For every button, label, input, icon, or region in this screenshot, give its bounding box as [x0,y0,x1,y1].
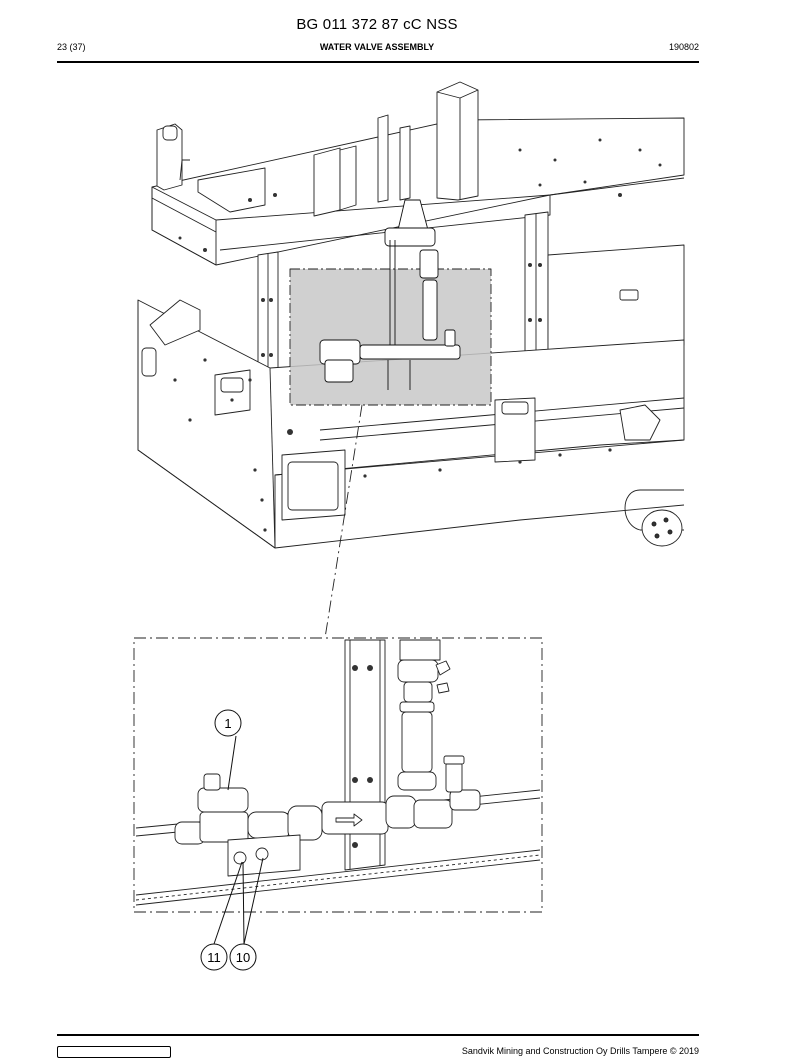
callout-11: 11 [200,943,228,971]
footer-copyright: Sandvik Mining and Construction Oy Drill… [461,1046,699,1056]
detail-leader-line [324,404,363,639]
detail-view-frame [133,637,543,913]
drum [624,489,684,547]
header-rule [57,61,699,63]
bottom-frame [137,299,685,549]
callout-10-label: 10 [236,950,250,965]
top-frame [151,81,685,266]
brand-logo [57,1046,171,1058]
document-id: BG 011 372 87 cC NSS [296,16,458,33]
callout-10: 10 [229,943,257,971]
overview-pipes [319,199,461,390]
callout-1-label: 1 [224,716,231,731]
page-number: 23 (37) [57,42,86,52]
callout-1: 1 [214,709,242,737]
page-title: WATER VALVE ASSEMBLY [319,42,435,52]
callout-leaders [213,735,264,945]
footer-rule [57,1034,699,1036]
callout-11-label: 11 [207,950,221,965]
detail-view [135,639,541,906]
uprights [257,211,549,385]
detail-highlight [289,268,492,406]
document-date: 190802 [668,42,699,52]
